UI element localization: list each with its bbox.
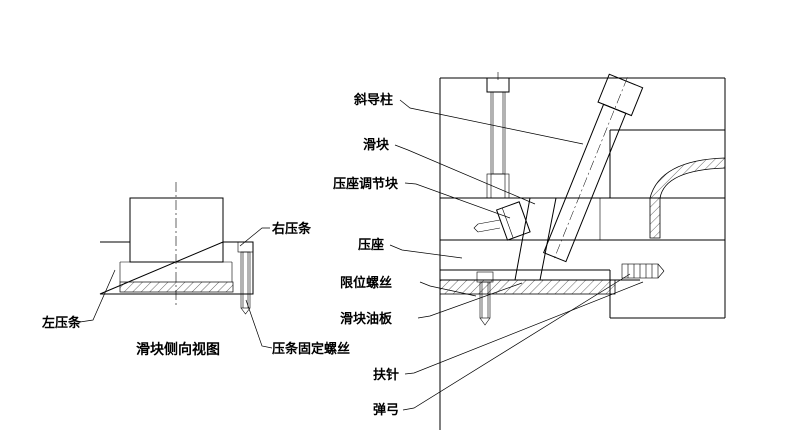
label-spring: 弹弓 bbox=[373, 402, 399, 418]
slider-side-view: 左压条 右压条 压条固定螺丝 滑块侧向视图 bbox=[42, 182, 350, 358]
adjust-screw bbox=[473, 219, 501, 233]
leader-oil-plate bbox=[417, 282, 523, 319]
leader-seat-adjust bbox=[404, 182, 511, 219]
label-right-strip: 右压条 bbox=[271, 221, 312, 237]
label-left-strip: 左压条 bbox=[42, 315, 82, 331]
label-strip-screw: 压条固定螺丝 bbox=[272, 341, 350, 357]
angle-guide-pin bbox=[543, 73, 644, 263]
seat-adjust-block bbox=[495, 201, 531, 241]
right-strip-head bbox=[237, 241, 254, 253]
leader-right-strip bbox=[239, 227, 270, 247]
label-limit-screw: 限位螺丝 bbox=[340, 275, 392, 291]
label-slider: 滑块 bbox=[363, 137, 390, 153]
side-view-caption: 滑块侧向视图 bbox=[136, 341, 220, 358]
molded-product bbox=[649, 157, 726, 239]
slider-upper-body bbox=[129, 197, 224, 263]
leader-angle-pin bbox=[399, 99, 584, 145]
slider-oil-plate bbox=[439, 279, 616, 295]
leader-spring bbox=[402, 273, 631, 411]
leader-slider bbox=[394, 144, 536, 205]
mold-section-view: 斜导柱 滑块 压座调节块 压座 限位螺丝 滑块油板 扶针 弹弓 bbox=[333, 72, 726, 430]
label-angle-pin: 斜导柱 bbox=[353, 92, 393, 108]
label-press-seat: 压座 bbox=[358, 237, 384, 253]
leader-ejector-pin bbox=[404, 281, 644, 375]
limit-screw-body bbox=[479, 281, 491, 319]
leader-left-strip bbox=[79, 269, 116, 323]
leader-press-seat bbox=[389, 244, 463, 259]
label-oil-plate: 滑块油板 bbox=[340, 311, 393, 327]
side-oil-plate bbox=[119, 281, 234, 293]
leader-limit-screw bbox=[419, 281, 477, 297]
strip-screw-body bbox=[240, 251, 251, 309]
slider-block bbox=[514, 197, 557, 281]
label-seat-adjust: 压座调节块 bbox=[333, 176, 399, 192]
leader-strip-screw bbox=[245, 299, 273, 349]
label-ejector-pin: 扶针 bbox=[373, 367, 399, 383]
top-screw-seat bbox=[486, 173, 510, 199]
spring-assembly bbox=[621, 263, 665, 279]
top-screw-head bbox=[486, 77, 510, 93]
